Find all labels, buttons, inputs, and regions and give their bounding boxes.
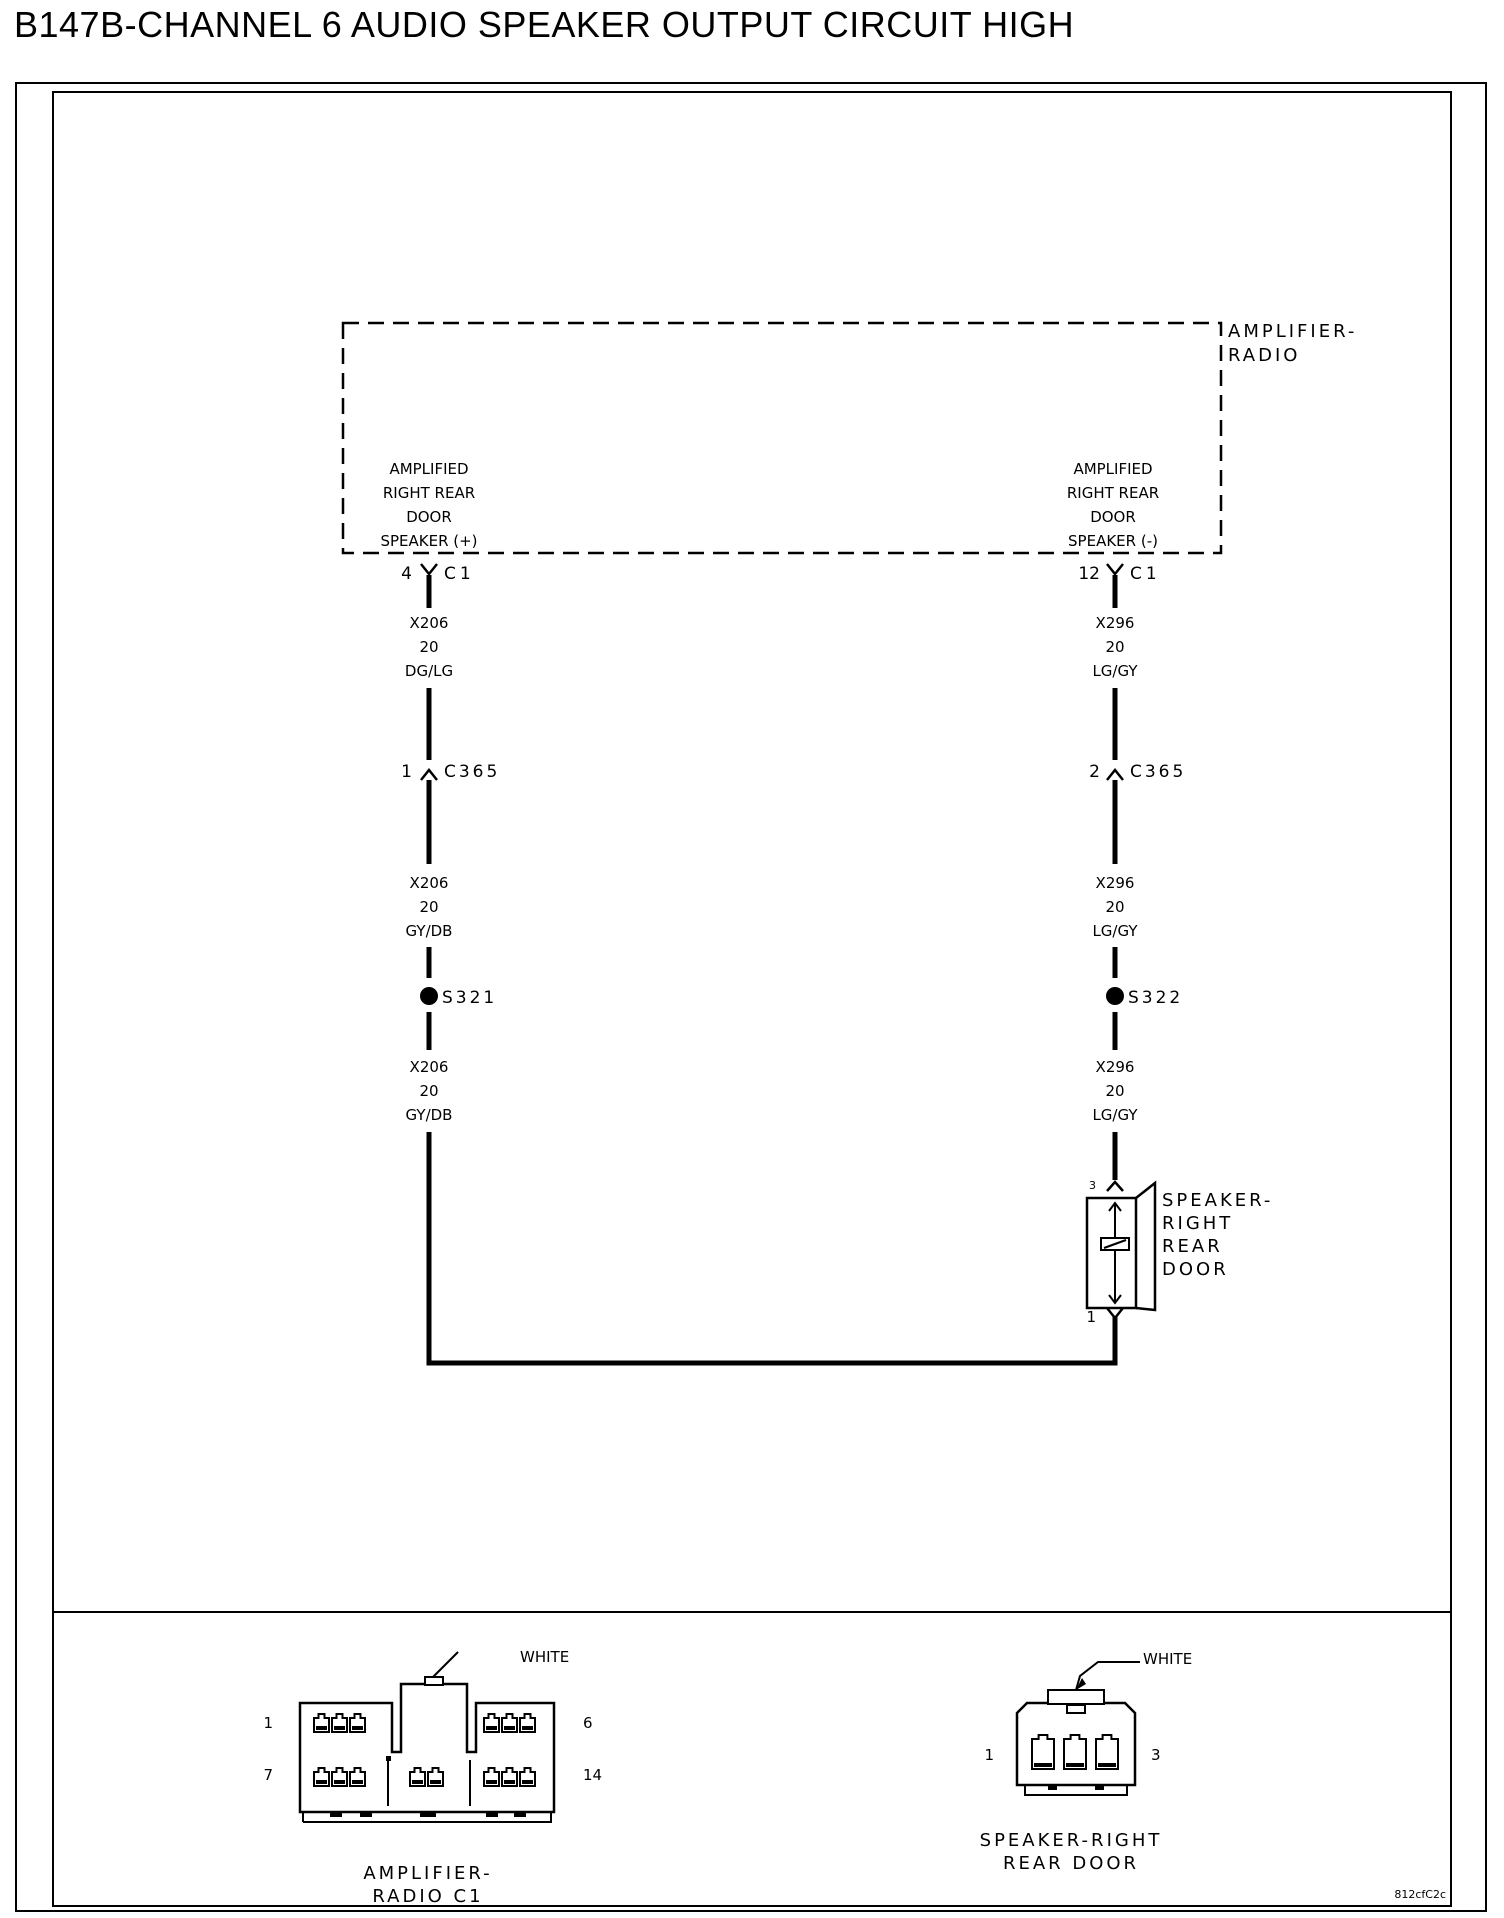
left-seg3-color: GY/DB [406, 1106, 453, 1124]
right-seg1-circuit: X296 [1096, 614, 1135, 632]
amp-cavity [501, 1767, 518, 1787]
amp-cavity [483, 1767, 500, 1787]
amp-cavity [409, 1767, 426, 1787]
speaker-name-1: SPEAKER- [1162, 1190, 1273, 1211]
speaker-name-2: RIGHT [1162, 1213, 1233, 1234]
left-seg2-circuit: X206 [410, 874, 449, 892]
left-c1-name: C1 [444, 564, 475, 584]
right-seg2-color: LG/GY [1092, 922, 1138, 940]
return-wire [426, 1132, 1118, 1366]
speaker-connector-view [1015, 1661, 1140, 1796]
amp-cavity [427, 1767, 444, 1787]
left-seg2-color: GY/DB [406, 922, 453, 940]
amp-cavity [313, 1713, 330, 1733]
spk-connector-name-2: REAR DOOR [1003, 1853, 1139, 1874]
left-pin-desc-4: SPEAKER (+) [380, 532, 477, 550]
amp-cavity [519, 1713, 536, 1733]
right-c1-pin: 12 [1078, 564, 1100, 584]
left-seg1-circuit: X206 [410, 614, 449, 632]
spk-pin-3-label: 3 [1151, 1746, 1161, 1764]
page-title: B147B-CHANNEL 6 AUDIO SPEAKER OUTPUT CIR… [14, 4, 1075, 45]
right-pin-desc-4: SPEAKER (-) [1068, 532, 1158, 550]
left-pin-desc-3: DOOR [406, 508, 452, 526]
right-c1-name: C1 [1130, 564, 1161, 584]
speaker-pin-top: 3 [1089, 1179, 1096, 1192]
left-seg2-gauge: 20 [419, 898, 438, 916]
left-pin-desc-2: RIGHT REAR [383, 484, 475, 502]
left-splice-name: S321 [442, 988, 497, 1008]
left-seg1-color: DG/LG [405, 662, 453, 680]
right-c365-connector-icon [1106, 767, 1124, 781]
amp-pin-6-label: 6 [583, 1714, 593, 1732]
right-splice-name: S322 [1128, 988, 1183, 1008]
left-c1-pin: 4 [401, 564, 412, 584]
right-splice-dot [1106, 987, 1124, 1005]
speaker-name-3: REAR [1162, 1236, 1223, 1257]
right-seg3-gauge: 20 [1105, 1082, 1124, 1100]
speaker-cavity [1031, 1734, 1055, 1770]
left-c365-pin: 1 [401, 762, 412, 782]
speaker-cavity [1063, 1734, 1087, 1770]
right-seg2-gauge: 20 [1105, 898, 1124, 916]
amp-connector-color: WHITE [520, 1648, 569, 1666]
right-pin-desc-1: AMPLIFIED [1073, 460, 1152, 478]
amp-connector-name-2: RADIO C1 [372, 1886, 483, 1907]
speaker-icon [1085, 1180, 1157, 1321]
right-seg1-gauge: 20 [1105, 638, 1124, 656]
left-seg3-circuit: X206 [410, 1058, 449, 1076]
right-pin-desc-3: DOOR [1090, 508, 1136, 526]
amp-cavity [501, 1713, 518, 1733]
amplifier-radio-module [341, 321, 1223, 555]
amplifier-radio-c1-cavities [313, 1713, 536, 1787]
amp-cavity [331, 1713, 348, 1733]
amp-cavity [483, 1713, 500, 1733]
module-name-line1: AMPLIFIER- [1228, 321, 1357, 342]
amp-cavity [349, 1713, 366, 1733]
right-c365-pin: 2 [1089, 762, 1100, 782]
amp-connector-name-1: AMPLIFIER- [363, 1863, 492, 1884]
speaker-connector-cavities [1031, 1734, 1119, 1770]
amp-cavity [519, 1767, 536, 1787]
left-pin-desc-1: AMPLIFIED [389, 460, 468, 478]
inner-frame [52, 91, 1452, 1907]
amp-cavity [313, 1767, 330, 1787]
speaker-pin-bottom: 1 [1086, 1308, 1096, 1326]
right-pin-desc-2: RIGHT REAR [1067, 484, 1159, 502]
amplifier-radio-c1-connector-view [298, 1651, 556, 1823]
spk-connector-color: WHITE [1143, 1650, 1192, 1668]
left-c365-connector-icon [420, 767, 438, 781]
amp-pin-1-label: 1 [263, 1714, 273, 1732]
right-c1-terminal-icon [1106, 563, 1124, 577]
speaker-cavity [1095, 1734, 1119, 1770]
speaker-name-4: DOOR [1162, 1259, 1229, 1280]
left-splice-dot [420, 987, 438, 1005]
figure-id: 812cfC2c [1394, 1888, 1446, 1901]
right-seg3-circuit: X296 [1096, 1058, 1135, 1076]
spk-connector-name-1: SPEAKER-RIGHT [980, 1830, 1163, 1851]
spk-pin-1-label: 1 [984, 1746, 994, 1764]
amp-cavity [349, 1767, 366, 1787]
amp-pin-7-label: 7 [263, 1766, 273, 1784]
right-seg3-color: LG/GY [1092, 1106, 1138, 1124]
amp-pin-14-label: 14 [583, 1766, 602, 1784]
right-seg2-circuit: X296 [1096, 874, 1135, 892]
left-seg3-gauge: 20 [419, 1082, 438, 1100]
module-name-line2: RADIO [1228, 345, 1300, 366]
right-seg1-color: LG/GY [1092, 662, 1138, 680]
outer-frame [15, 82, 1487, 1912]
left-c365-name: C365 [444, 762, 500, 782]
left-c1-terminal-icon [420, 563, 438, 577]
left-seg1-gauge: 20 [419, 638, 438, 656]
amp-cavity [331, 1767, 348, 1787]
right-c365-name: C365 [1130, 762, 1186, 782]
